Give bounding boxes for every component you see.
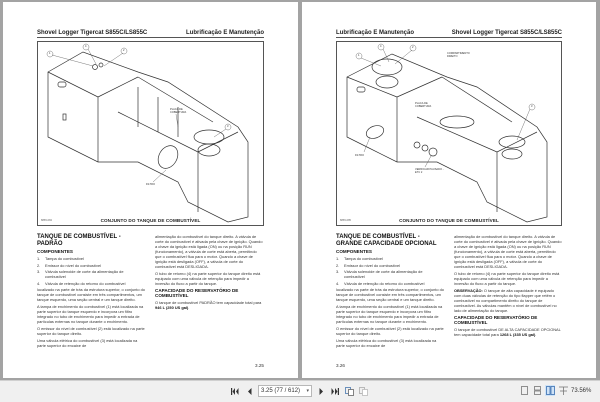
callout-3: 3 xyxy=(227,125,229,128)
components-title: COMPONENTES xyxy=(37,249,73,254)
bottom-toolbar: 3.25 (77 / 612) ▾ xyxy=(0,380,600,402)
page-header: Lubrificação E Manutenção Shovel Logger … xyxy=(336,28,562,38)
page-left: Shovel Logger Tigercat S855C/LS855C Lubr… xyxy=(3,2,298,378)
two-page-continuous-icon xyxy=(558,386,568,395)
note-label: OBSERVAÇÃO: xyxy=(454,288,483,293)
paragraph: O tubo de retorno (4) na parte superior … xyxy=(454,271,560,286)
paragraph: O emissor do nível de combustível (2) es… xyxy=(37,326,145,336)
paragraph: A tampa de enchimento do combustível (1)… xyxy=(37,304,144,324)
text-column-1: TANQUE DE COMBUSTÍVEL - GRANDE CAPACIDAD… xyxy=(336,234,444,350)
list-item: 3.Válvula solenoide de corte da alimenta… xyxy=(336,269,423,279)
copy-page-button[interactable] xyxy=(358,385,368,397)
paragraph: alimentação de combustível do tanque dir… xyxy=(454,234,562,269)
fuel-tank-drawing xyxy=(346,43,548,223)
prev-page-icon xyxy=(247,387,251,395)
components-title: COMPONENTES xyxy=(336,249,372,254)
chevron-down-icon[interactable]: ▾ xyxy=(306,388,309,394)
paragraph: alimentação do combustível do tanque dir… xyxy=(155,234,263,269)
view-mode-group xyxy=(519,385,568,396)
paragraph: Uma válvula elétrica do combustível (3) … xyxy=(336,338,437,348)
capacity-title: CAPACIDADE DO RESERVATÓRIO DE COMBUSTÍVE… xyxy=(155,288,239,298)
page-header: Shovel Logger Tigercat S855C/LS855C Lubr… xyxy=(37,28,264,38)
list-item: 4.Válvula de retenção do retorno do comb… xyxy=(336,280,425,286)
figure-code: 8865-084 xyxy=(41,219,52,222)
callout-3: 3 xyxy=(531,105,533,108)
label-cover-plate: PLACA DE COBERTURA xyxy=(415,102,432,108)
section-title: TANQUE DE COMBUSTÍVEL - GRANDE CAPACIDAD… xyxy=(336,234,437,247)
callout-2: 2 xyxy=(123,49,125,52)
paragraph: Uma válvula elétrica do combustível (3) … xyxy=(37,338,138,348)
label-cover-plate: PLACA DE COBERTURA xyxy=(170,108,187,114)
text-column-1: TANQUE DE COMBUSTÍVEL - PADRÃO COMPONENT… xyxy=(37,234,145,350)
capacity-value: 1268 L (335 US gal) xyxy=(499,332,536,337)
copy-icon xyxy=(358,386,368,396)
callout-1: 1 xyxy=(358,54,360,57)
page-layout-icon xyxy=(344,386,354,396)
two-page-continuous-view-button[interactable] xyxy=(558,385,568,396)
next-page-icon xyxy=(319,387,323,395)
paragraph: O tubo de retorno (4) na parte superior … xyxy=(155,271,261,286)
header-right: Shovel Logger Tigercat S855C/LS855C xyxy=(451,30,562,36)
paragraph: O emissor do nível de combustível (2) es… xyxy=(336,326,444,336)
header-left: Shovel Logger Tigercat S855C/LS855C xyxy=(37,30,148,36)
fuel-tank-diagram: 1 4 2 3 COMPARTIMENTO DIREITO PLACA DE C… xyxy=(336,41,562,226)
list-item: 1.Tampa do combustível xyxy=(37,256,84,261)
text-column-2: alimentação de combustível do tanque dir… xyxy=(454,234,562,339)
list-item: 2.Emissor do nível do combustível xyxy=(336,262,401,268)
callout-2: 2 xyxy=(412,46,414,49)
last-page-button[interactable] xyxy=(330,385,340,397)
list-item: 3.Válvula solenoide de corte da alimenta… xyxy=(37,269,124,279)
capacity-paragraph: O tanque de combustível PADRÃO tem capac… xyxy=(155,300,262,310)
first-page-icon xyxy=(231,387,239,395)
label-filter: FILTRO xyxy=(146,183,156,186)
figure-code: 8865-085 xyxy=(340,219,351,222)
prev-page-button[interactable] xyxy=(244,385,254,397)
page-number: 3.26 xyxy=(336,363,345,368)
page-number: 3.25 xyxy=(255,363,264,368)
paragraph: A tampa de enchimento do combustível (1)… xyxy=(336,304,443,324)
list-item: 4.Válvula de retenção do retorno do comb… xyxy=(37,280,126,286)
page-indicator: 3.25 (77 / 612) xyxy=(261,388,301,394)
first-page-button[interactable] xyxy=(230,385,240,397)
fuel-tank-drawing xyxy=(46,43,249,223)
last-page-icon xyxy=(331,387,339,395)
continuous-view-button[interactable] xyxy=(532,385,542,396)
zoom-level[interactable]: 73.56% xyxy=(571,388,592,394)
label-right-compartment: COMPARTIMENTO DIREITO xyxy=(447,52,470,58)
list-item: 1.Tampa do combustível xyxy=(336,256,383,261)
figure-caption: CONJUNTO DO TANQUE DE COMBUSTÍVEL xyxy=(399,218,499,223)
callout-4: 4 xyxy=(85,45,87,48)
capacity-paragraph: O tanque de combustível DE ALTA CAPACIDA… xyxy=(454,327,561,337)
label-check: VERIFICAR PAUSADO - ETC 2 xyxy=(415,168,444,174)
two-page-view-button[interactable] xyxy=(545,385,555,396)
list-item: 2.Emissor do nível do combustível xyxy=(37,262,102,268)
header-left: Lubrificação E Manutenção xyxy=(336,30,415,36)
callout-4: 4 xyxy=(380,45,382,48)
continuous-page-icon xyxy=(533,386,541,395)
page-spread: Shovel Logger Tigercat S855C/LS855C Lubr… xyxy=(3,2,596,378)
capacity-title: CAPACIDADE DO RESERVATÓRIO DE COMBUSTÍVE… xyxy=(454,315,538,325)
two-page-icon xyxy=(545,386,555,395)
page-right: Lubrificação E Manutenção Shovel Logger … xyxy=(302,2,596,378)
figure-caption: CONJUNTO DO TANQUE DE COMBUSTÍVEL xyxy=(100,218,201,223)
single-page-icon xyxy=(520,386,528,395)
callout-1: 1 xyxy=(49,52,51,55)
paragraph: localizado na parte de trás da estrutura… xyxy=(37,287,145,302)
fuel-tank-diagram: 1 4 2 3 PLACA DE COBERTURA FILTRO 8865-0… xyxy=(37,41,264,226)
page-number-field[interactable]: 3.25 (77 / 612) ▾ xyxy=(258,385,312,397)
rotate-view-button[interactable] xyxy=(344,385,354,397)
single-page-view-button[interactable] xyxy=(519,385,529,396)
section-title: TANQUE DE COMBUSTÍVEL - PADRÃO xyxy=(37,234,121,247)
page-navigation: 3.25 (77 / 612) ▾ xyxy=(230,385,368,397)
capacity-value: 946 L (250 US gal) xyxy=(155,305,189,310)
paragraph: localizado na parte de trás da estrutura… xyxy=(336,287,444,302)
text-column-2: alimentação do combustível do tanque dir… xyxy=(155,234,263,312)
note-paragraph: OBSERVAÇÃO: O tanque de alta capacidade … xyxy=(454,288,557,313)
header-right: Lubrificação E Manutenção xyxy=(185,30,264,36)
next-page-button[interactable] xyxy=(316,385,326,397)
label-filter: FILTRO xyxy=(355,154,365,157)
